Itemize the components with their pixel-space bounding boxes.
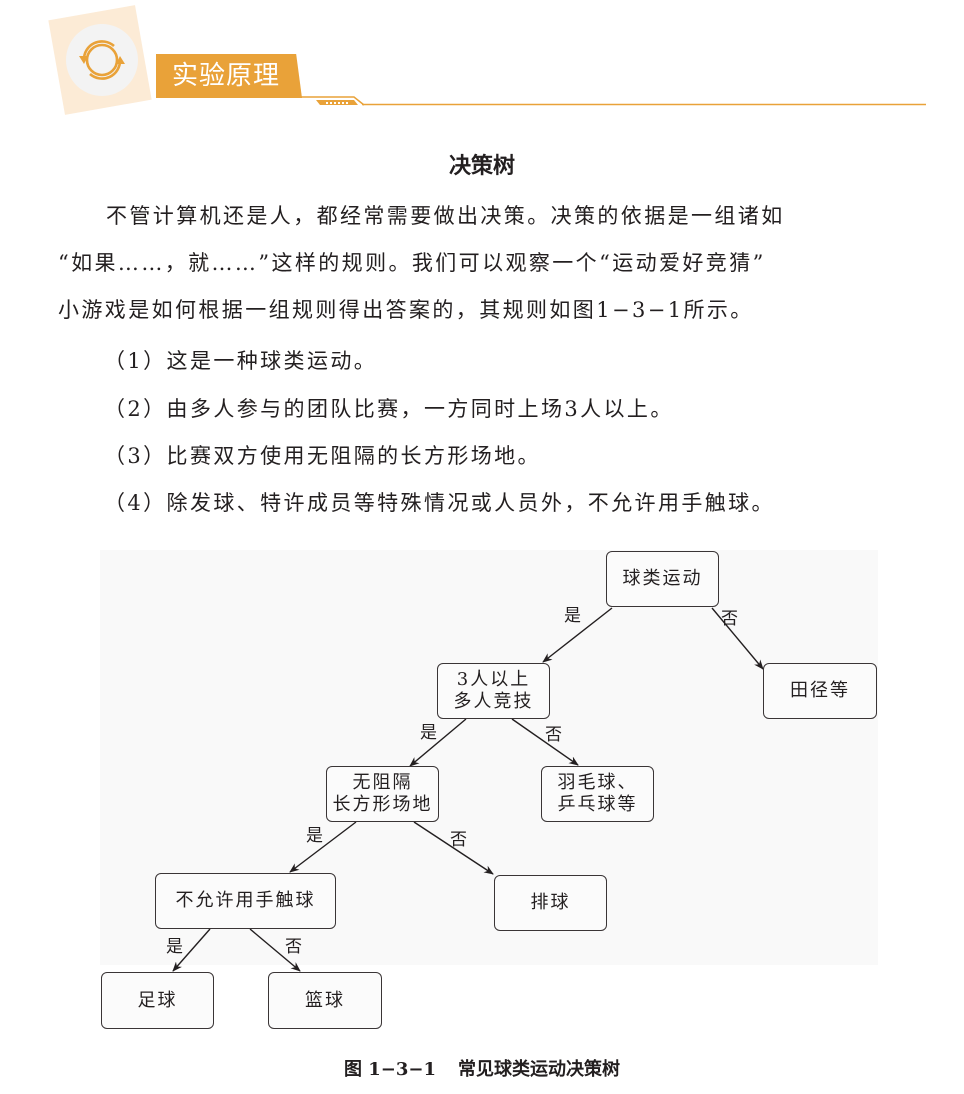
node-label: 不允许用手触球 <box>175 890 316 911</box>
header-rule <box>300 96 926 106</box>
header-icon-circle <box>66 24 138 96</box>
page-title: 决策树 <box>448 154 515 179</box>
node-team-3plus: 3人以上 多人竞技 <box>437 663 550 719</box>
node-label: 乒乓球等 <box>557 794 638 815</box>
node-volleyball: 排球 <box>494 875 607 931</box>
edge-label-no: 否 <box>721 609 738 629</box>
node-label: 篮球 <box>305 989 345 1011</box>
node-label: 足球 <box>137 989 178 1011</box>
cycle-arrows-icon <box>79 40 125 80</box>
node-open-rect-field: 无阻隔 长方形场地 <box>326 766 439 822</box>
intro-line: 不管计算机还是人，都经常需要做出决策。决策的依据是一组诸如 <box>106 204 785 228</box>
edge-label-no: 否 <box>285 937 302 957</box>
section-label: 实验原理 <box>156 54 302 98</box>
node-label: 长方形场地 <box>332 794 433 815</box>
node-track-and-field: 田径等 <box>763 663 877 719</box>
node-no-hands: 不允许用手触球 <box>155 873 336 929</box>
node-label: 排球 <box>530 892 571 913</box>
intro-line: 小游戏是如何根据一组规则得出答案的，其规则如图1−3−1所示。 <box>58 298 754 322</box>
node-football: 足球 <box>101 972 214 1029</box>
edge-label-yes: 是 <box>166 937 183 957</box>
figure-number: 图 1−3−1 <box>343 1059 436 1080</box>
edge-label-yes: 是 <box>564 606 581 626</box>
edge-label-yes: 是 <box>306 826 323 846</box>
rule-item: （2）由多人参与的团队比赛，一方同时上场3人以上。 <box>104 397 674 421</box>
intro-paragraph: 不管计算机还是人，都经常需要做出决策。决策的依据是一组诸如 “如果……，就……”… <box>58 193 928 334</box>
rule-item: （4）除发球、特许成员等特殊情况或人员外，不允许用手触球。 <box>104 491 775 515</box>
rule-item: （1）这是一种球类运动。 <box>104 349 378 373</box>
node-basketball: 篮球 <box>268 972 382 1029</box>
intro-line: “如果……，就……”这样的规则。我们可以观察一个“运动爱好竞猜” <box>58 251 766 275</box>
rule-item: （3）比赛双方使用无阻隔的长方形场地。 <box>104 444 541 468</box>
edge-label-yes: 是 <box>420 723 437 743</box>
node-label: 球类运动 <box>622 568 703 589</box>
node-label: 田径等 <box>790 680 850 701</box>
node-label: 多人竞技 <box>453 691 534 712</box>
edge-label-no: 否 <box>450 830 467 850</box>
node-label: 无阻隔 <box>352 772 413 793</box>
node-label: 3人以上 <box>456 669 531 690</box>
node-label: 羽毛球、 <box>557 772 638 793</box>
figure-caption: 图 1−3−1 常见球类运动决策树 <box>0 1055 964 1081</box>
edge-label-no: 否 <box>545 725 562 745</box>
figure-title: 常见球类运动决策树 <box>458 1059 620 1080</box>
node-ball-sport: 球类运动 <box>606 551 719 607</box>
node-racket-sports: 羽毛球、 乒乓球等 <box>541 766 654 822</box>
